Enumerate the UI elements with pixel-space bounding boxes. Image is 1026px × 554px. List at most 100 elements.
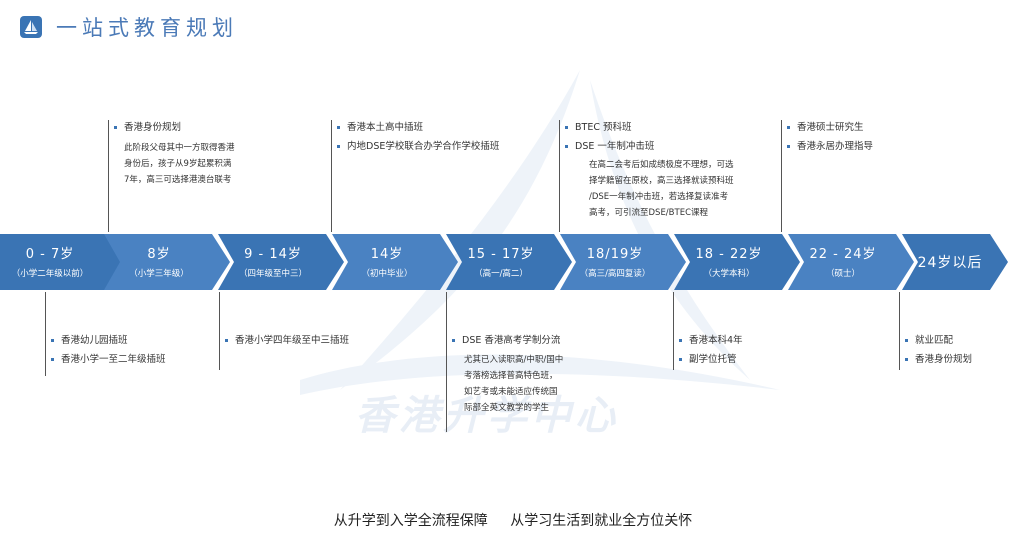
note-item: 香港身份规划 <box>114 120 235 135</box>
segment-label: 15 - 17岁 <box>467 247 535 262</box>
timeline-segment: 18 - 22岁 （大学本科） <box>674 234 784 290</box>
bullet-icon <box>565 126 568 129</box>
bottom-note: 香港本科4年 副学位托管 <box>679 333 743 367</box>
watermark-text: 香港升学中心 <box>355 393 619 439</box>
note-item: DSE 香港高考学制分流 <box>452 333 563 348</box>
top-note: 香港身份规划 此阶段父母其中一方取得香港 身份后，孩子从9岁起累积满 7年，高三… <box>114 120 235 188</box>
timeline-segment: 9 - 14岁 （四年级至中三） <box>218 234 328 290</box>
bottom-note: 香港小学四年级至中三插班 <box>225 333 349 348</box>
connector-line <box>781 120 782 232</box>
bullet-icon <box>51 358 54 361</box>
note-item-text: 香港本科4年 <box>689 335 743 346</box>
note-item-text: 香港硕士研究生 <box>797 122 864 133</box>
top-note: 香港本土高中插班 内地DSE学校联合办学合作学校插班 <box>337 120 499 154</box>
bullet-icon <box>51 339 54 342</box>
bullet-icon <box>679 339 682 342</box>
timeline-chevron <box>104 234 230 290</box>
bottom-note: DSE 香港高考学制分流 尤其已入读职高/中职/国中 考落榜选择普高特色班， 如… <box>452 333 563 416</box>
page-title: 一站式教育规划 <box>56 16 238 40</box>
segment-sub: （四年级至中三） <box>238 269 307 279</box>
note-item: 香港幼儿园插班 <box>51 333 166 348</box>
top-note: BTEC 预科班 DSE 一年制冲击班 在高二会考后如成绩极度不理想，可选 择学… <box>565 120 734 221</box>
connector-line <box>559 120 560 232</box>
connector-line <box>331 120 332 232</box>
note-item-text: 副学位托管 <box>689 354 737 365</box>
note-item-text: 就业匹配 <box>915 335 954 346</box>
segment-label: 18 - 22岁 <box>695 247 763 262</box>
footer-left: 从升学到入学全流程保障 <box>333 513 488 529</box>
bottom-note: 香港幼儿园插班 香港小学一至二年级插班 <box>51 333 166 367</box>
note-item-text: BTEC 预科班 <box>575 122 632 133</box>
timeline: 0 - 7岁 （小学二年级以前） 8岁 （小学三年级） 9 - 14岁 （四年级… <box>0 234 1026 290</box>
top-note: 香港硕士研究生 香港永居办理指导 <box>787 120 873 154</box>
segment-sub: （初中毕业） <box>361 269 413 279</box>
note-item: 内地DSE学校联合办学合作学校插班 <box>337 139 499 154</box>
note-item-text: 内地DSE学校联合办学合作学校插班 <box>347 141 500 152</box>
timeline-segment-final: 24岁以后 <box>900 234 1000 290</box>
note-paragraph: 尤其已入读职高/中职/国中 考落榜选择普高特色班， 如艺考或未能适应传统国 际部… <box>464 355 564 413</box>
timeline-segment: 15 - 17岁 （高一/高二） <box>446 234 556 290</box>
bullet-icon <box>337 145 340 148</box>
watermark-graphic <box>300 70 780 395</box>
note-item-text: 香港身份规划 <box>915 354 973 365</box>
note-item: 香港永居办理指导 <box>787 139 873 154</box>
connector-line <box>899 292 900 370</box>
note-paragraph: 此阶段父母其中一方取得香港 身份后，孩子从9岁起累积满 7年，高三可选择港澳台联… <box>124 143 235 185</box>
timeline-chevron <box>332 234 458 290</box>
bottom-note: 就业匹配 香港身份规划 <box>905 333 972 367</box>
segment-label: 24岁以后 <box>917 255 983 271</box>
note-item: 香港硕士研究生 <box>787 120 873 135</box>
bullet-icon <box>905 358 908 361</box>
bullet-icon <box>114 126 117 129</box>
note-item: BTEC 预科班 <box>565 120 734 135</box>
connector-line <box>45 292 46 376</box>
timeline-segment: 8岁 （小学三年级） <box>104 234 214 290</box>
connector-line <box>446 292 447 432</box>
segment-label: 14岁 <box>370 247 404 262</box>
segment-sub: （大学本科） <box>703 269 755 279</box>
timeline-segment: 22 - 24岁 （硕士） <box>788 234 898 290</box>
segment-sub: （小学三年级） <box>129 269 189 279</box>
segment-sub: （硕士） <box>825 269 860 279</box>
note-item: 香港本土高中插班 <box>337 120 499 135</box>
bullet-icon <box>225 339 228 342</box>
note-item-text: 香港本土高中插班 <box>347 122 424 133</box>
timeline-chevron <box>674 234 800 290</box>
sailboat-logo-icon <box>20 16 42 38</box>
note-item-text: 香港幼儿园插班 <box>61 335 128 346</box>
connector-line <box>108 120 109 232</box>
note-item-text: 香港小学一至二年级插班 <box>61 354 166 365</box>
note-item-text: 香港身份规划 <box>124 122 182 133</box>
note-item: 香港身份规划 <box>905 352 972 367</box>
note-item: 香港本科4年 <box>679 333 743 348</box>
segment-sub: （高一/高二） <box>474 269 528 279</box>
header: 一站式教育规划 <box>20 12 238 42</box>
bullet-icon <box>679 358 682 361</box>
timeline-chevron <box>218 234 344 290</box>
footer-slogan: 从升学到入学全流程保障 从学习生活到就业全方位关怀 <box>0 510 1026 530</box>
segment-label: 0 - 7岁 <box>25 247 75 262</box>
timeline-chevron <box>902 234 1008 290</box>
footer-right: 从学习生活到就业全方位关怀 <box>510 513 693 529</box>
note-item: 副学位托管 <box>679 352 743 367</box>
bullet-icon <box>337 126 340 129</box>
timeline-segment: 14岁 （初中毕业） <box>332 234 442 290</box>
timeline-chevron <box>446 234 572 290</box>
connector-line <box>219 292 220 370</box>
timeline-chevron <box>788 234 914 290</box>
timeline-chevron <box>560 234 686 290</box>
note-item: 香港小学一至二年级插班 <box>51 352 166 367</box>
note-item-text: DSE 一年制冲击班 <box>575 141 655 152</box>
connector-line <box>673 292 674 370</box>
timeline-segment: 18/19岁 （高三/高四复读） <box>560 234 670 290</box>
bullet-icon <box>452 339 455 342</box>
segment-sub: （高三/高四复读） <box>579 269 651 279</box>
bullet-icon <box>565 145 568 148</box>
bullet-icon <box>905 339 908 342</box>
bullet-icon <box>787 126 790 129</box>
note-item-text: 香港小学四年级至中三插班 <box>235 335 350 346</box>
timeline-arrows <box>0 234 1008 290</box>
segment-label: 18/19岁 <box>586 247 644 262</box>
segment-label: 9 - 14岁 <box>244 247 302 262</box>
segment-sub: （小学二年级以前） <box>11 269 89 279</box>
